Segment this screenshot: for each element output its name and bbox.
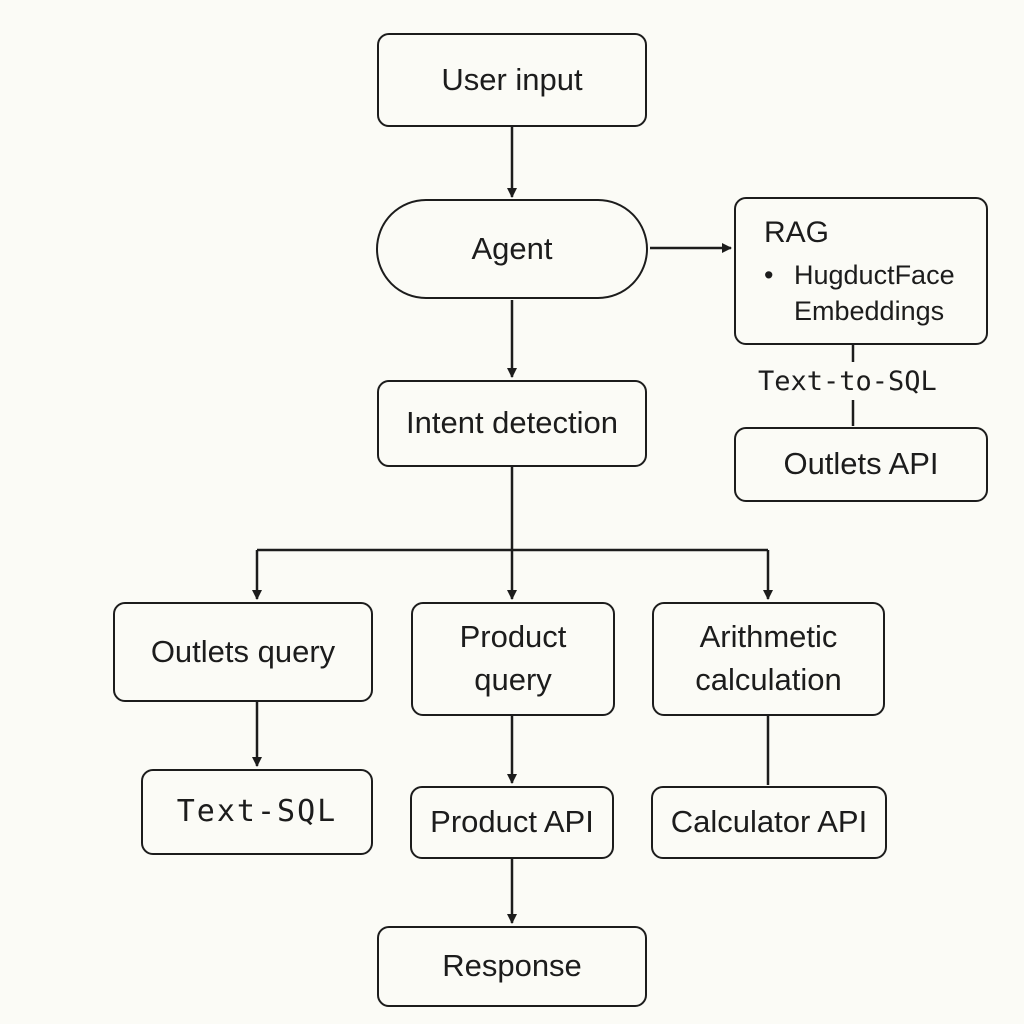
calculator-api-label: Calculator API xyxy=(670,804,868,840)
outlets-query-label: Outlets query xyxy=(150,633,336,669)
rag-item-text: HugductFace Embeddings xyxy=(794,258,955,330)
rag-node: RAG • HugductFace Embeddings xyxy=(734,197,988,345)
agent-node: Agent xyxy=(376,199,648,299)
product-query-line2: query xyxy=(474,662,552,697)
product-query-node: Product query xyxy=(411,602,615,716)
rag-title: RAG xyxy=(764,215,830,249)
intent-detection-node: Intent detection xyxy=(377,380,647,467)
outlets-api-node: Outlets API xyxy=(734,427,988,502)
product-query-line1: Product xyxy=(459,619,567,655)
user-input-node: User input xyxy=(377,33,647,127)
product-api-node: Product API xyxy=(410,786,614,859)
text-sql-label: Text-SQL xyxy=(176,794,338,830)
response-node: Response xyxy=(377,926,647,1007)
calculator-api-node: Calculator API xyxy=(651,786,887,859)
arithmetic-calculation-node: Arithmetic calculation xyxy=(652,602,885,716)
rag-item-line1: HugductFace xyxy=(794,259,955,290)
response-label: Response xyxy=(442,948,582,984)
rag-list-item: • HugductFace Embeddings xyxy=(764,258,955,330)
arithmetic-line2: calculation xyxy=(695,662,842,697)
product-api-label: Product API xyxy=(430,804,594,840)
outlets-query-node: Outlets query xyxy=(113,602,373,702)
user-input-label: User input xyxy=(441,61,583,97)
intent-detection-label: Intent detection xyxy=(406,405,618,441)
arithmetic-calculation-label: Arithmetic calculation xyxy=(695,616,841,702)
text-to-sql-edge-label: Text-to-SQL xyxy=(758,366,937,397)
rag-item-line2: Embeddings xyxy=(794,295,945,326)
product-query-label: Product query xyxy=(460,616,567,702)
rag-bullet: • xyxy=(764,259,774,290)
text-sql-node: Text-SQL xyxy=(141,769,373,855)
text-to-sql-edge-label-text: Text-to-SQL xyxy=(758,366,937,397)
agent-label: Agent xyxy=(471,230,553,266)
arithmetic-line1: Arithmetic xyxy=(699,619,838,655)
outlets-api-label: Outlets API xyxy=(783,446,939,482)
